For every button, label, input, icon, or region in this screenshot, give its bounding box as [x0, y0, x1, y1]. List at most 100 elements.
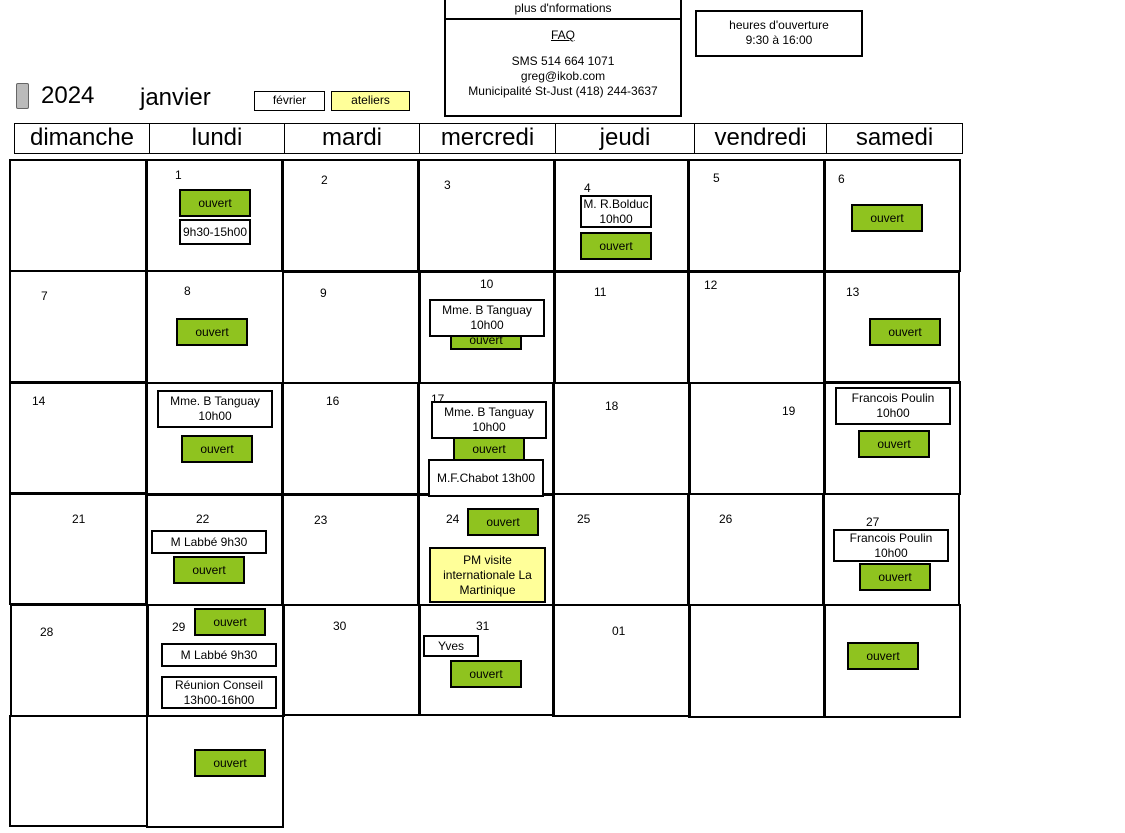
calendar-cell[interactable] [688, 604, 826, 718]
day-number: 7 [41, 289, 48, 303]
opening-hours-title: heures d'ouverture [729, 18, 829, 32]
day-number: 18 [605, 399, 619, 413]
contact-email: greg@ikob.com [520, 69, 606, 83]
day-header-thursday: jeudi [555, 123, 695, 154]
opening-hours-box: heures d'ouverture 9:30 à 16:00 [695, 10, 863, 57]
calendar-cell[interactable] [688, 382, 826, 495]
open-event[interactable]: ouvert [453, 437, 525, 461]
calendar-cell[interactable] [552, 382, 691, 495]
day-number: 12 [704, 278, 718, 292]
day-number: 5 [713, 171, 720, 185]
open-event[interactable]: ouvert [194, 749, 266, 777]
phone-icon [16, 83, 29, 109]
calendar-cell[interactable] [9, 715, 148, 827]
calendar-cell[interactable] [553, 271, 690, 384]
day-number: 29 [172, 620, 186, 634]
month-label: janvier [140, 84, 211, 111]
calendar-cell[interactable] [281, 493, 420, 606]
calendar-cell[interactable] [687, 493, 825, 606]
day-number: 21 [72, 512, 86, 526]
next-month-button[interactable]: février [254, 91, 325, 111]
open-event[interactable]: ouvert [194, 608, 266, 636]
open-event[interactable]: ouvert [450, 660, 522, 688]
day-number: 27 [866, 515, 880, 529]
calendar-cell[interactable] [281, 382, 420, 496]
calendar-cell[interactable] [9, 159, 148, 272]
day-number: 13 [846, 285, 860, 299]
contact-municipality: Municipalité St-Just (418) 244-3637 [468, 84, 658, 98]
day-number: 14 [32, 394, 46, 408]
day-number: 3 [444, 178, 451, 192]
calendar-cell[interactable] [418, 604, 555, 716]
calendar-cell[interactable] [9, 492, 148, 605]
appointment-event[interactable]: M.F.Chabot 13h00 [428, 459, 544, 497]
open-event[interactable]: ouvert [851, 204, 923, 232]
more-info-label: plus d'nformations [444, 0, 682, 20]
day-header-saturday: samedi [826, 123, 963, 154]
day-number: 6 [838, 172, 845, 186]
day-number: 30 [333, 619, 347, 633]
appointment-event[interactable]: M Labbé 9h30 [151, 530, 267, 554]
open-event[interactable]: ouvert [580, 232, 652, 260]
contact-info-box: FAQ SMS 514 664 1071 greg@ikob.com Munic… [444, 18, 682, 117]
day-number: 4 [584, 181, 591, 195]
calendar-cell[interactable] [687, 159, 826, 272]
day-number: 01 [612, 624, 626, 638]
open-event[interactable]: ouvert [869, 318, 941, 346]
calendar-cell[interactable] [552, 493, 690, 606]
appointment-event[interactable]: Francois Poulin 10h00 [833, 529, 949, 562]
open-event[interactable]: ouvert [179, 189, 251, 217]
year-label: 2024 [41, 82, 95, 109]
appointment-event[interactable]: M. R.Bolduc 10h00 [580, 195, 652, 228]
open-event[interactable]: ouvert [858, 430, 930, 458]
calendar-cell[interactable] [282, 271, 421, 384]
day-number: 26 [719, 512, 733, 526]
day-number: 28 [40, 625, 54, 639]
open-event[interactable]: ouvert [173, 556, 245, 584]
calendar-cell[interactable] [145, 382, 284, 496]
calendar-cell[interactable] [146, 715, 284, 828]
calendar-cell[interactable] [417, 159, 556, 272]
day-number: 10 [480, 277, 494, 291]
day-number: 16 [326, 394, 340, 408]
open-event[interactable]: ouvert [859, 563, 931, 591]
appointment-event[interactable]: Yves [423, 635, 479, 657]
open-event[interactable]: ouvert [467, 508, 539, 536]
calendar-cell[interactable] [281, 159, 420, 272]
day-number: 24 [446, 512, 460, 526]
calendar-cell[interactable] [823, 271, 960, 384]
meeting-event[interactable]: Réunion Conseil 13h00-16h00 [161, 676, 277, 709]
contact-sms: SMS 514 664 1071 [511, 54, 615, 68]
day-number: 23 [314, 513, 328, 527]
day-number: 19 [782, 404, 796, 418]
opening-hours-value: 9:30 à 16:00 [745, 33, 813, 47]
day-number: 8 [184, 284, 191, 298]
calendar-cell[interactable] [9, 270, 148, 384]
workshop-event[interactable]: PM visite internationale La Martinique [429, 547, 546, 603]
open-event[interactable]: ouvert [181, 435, 253, 463]
day-header-friday: vendredi [694, 123, 827, 154]
day-number: 1 [175, 168, 182, 182]
calendar-cell[interactable] [10, 604, 149, 717]
calendar-cell[interactable] [9, 381, 148, 495]
appointment-event[interactable]: Mme. B Tanguay 10h00 [431, 401, 547, 439]
workshops-button[interactable]: ateliers [331, 91, 410, 111]
day-header-monday: lundi [149, 123, 285, 154]
appointment-event[interactable]: Mme. B Tanguay 10h00 [157, 390, 273, 428]
day-header-tuesday: mardi [284, 123, 420, 154]
appointment-event[interactable]: M Labbé 9h30 [161, 643, 277, 667]
calendar-cell[interactable] [282, 604, 421, 716]
day-number: 31 [476, 619, 490, 633]
open-event[interactable]: ouvert [176, 318, 248, 346]
calendar-cell[interactable] [823, 604, 961, 718]
day-number: 9 [320, 286, 327, 300]
calendar-cell[interactable] [552, 604, 691, 717]
day-header-wednesday: mercredi [419, 123, 556, 154]
day-number: 2 [321, 173, 328, 187]
appointment-event[interactable]: Francois Poulin 10h00 [835, 387, 951, 425]
hours-event[interactable]: 9h30-15h00 [179, 219, 251, 245]
appointment-event[interactable]: Mme. B Tanguay 10h00 [429, 299, 545, 337]
faq-link[interactable]: FAQ [550, 28, 575, 42]
open-event[interactable]: ouvert [847, 642, 919, 670]
day-number: 22 [196, 512, 210, 526]
